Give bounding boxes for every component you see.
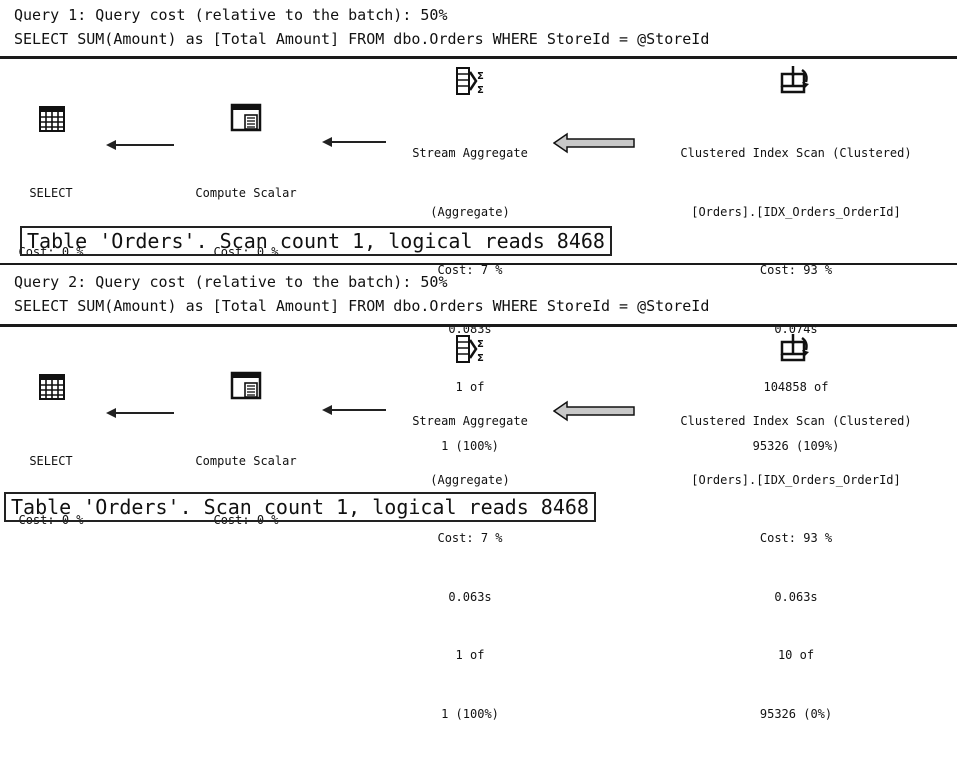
query-1-sql-text: SELECT SUM(Amount) as [Total Amount] FRO… [14, 30, 710, 48]
clustered-index-scan-estimated-rows: 95326 (0%) [759, 706, 833, 721]
clustered-index-scan-actual-rows: 10 of [777, 648, 815, 662]
clustered-index-scan-icon [780, 334, 809, 362]
clustered-index-scan-name: Clustered Index Scan (Clustered) [680, 146, 912, 160]
thick-data-flow-arrow [553, 132, 635, 154]
stream-aggregate-cost: Cost: 7 % [437, 531, 503, 545]
flow-arrow [110, 144, 174, 146]
stream-aggregate-physical-op: (Aggregate) [430, 472, 510, 487]
query-divider [0, 263, 957, 265]
compute-scalar-name: Compute Scalar [195, 454, 297, 468]
select-name: SELECT [29, 454, 73, 468]
stream-aggregate-time: 0.063s [448, 589, 492, 604]
flow-arrowhead [322, 136, 332, 147]
query-2-cost-header: Query 2: Query cost (relative to the bat… [14, 273, 448, 291]
stream-aggregate-estimated-rows: 1 (100%) [441, 706, 499, 721]
statistics-io-message: Table 'Orders'. Scan count 1, logical re… [20, 226, 612, 256]
clustered-index-scan-cost: Cost: 93 % [759, 263, 833, 277]
select-icon [39, 106, 65, 132]
flow-arrowhead [106, 407, 116, 418]
flow-arrow [326, 409, 386, 411]
clustered-index-scan-icon [780, 66, 809, 94]
stream-aggregate-actual-rows: 1 of [455, 648, 485, 662]
svg-text:Σ: Σ [477, 353, 484, 364]
clustered-index-scan-estimated-rows: 95326 (109%) [752, 438, 840, 453]
compute-scalar-name: Compute Scalar [195, 186, 297, 200]
statistics-io-message: Table 'Orders'. Scan count 1, logical re… [4, 492, 596, 522]
flow-arrow [326, 141, 386, 143]
clustered-index-scan-object: [Orders].[IDX_Orders_OrderId] [691, 204, 901, 219]
stream-aggregate-name: Stream Aggregate [412, 146, 528, 160]
flow-arrowhead [106, 139, 116, 150]
query-2-separator [0, 324, 957, 327]
thick-data-flow-arrow [553, 400, 635, 422]
compute-scalar-icon [230, 103, 262, 132]
query-1-cost-header: Query 1: Query cost (relative to the bat… [14, 6, 448, 24]
stream-aggregate-name: Stream Aggregate [412, 414, 528, 428]
clustered-index-scan-cost: Cost: 93 % [759, 531, 833, 545]
svg-text:Σ: Σ [477, 339, 484, 350]
query-1-separator [0, 56, 957, 59]
query-2-sql-text: SELECT SUM(Amount) as [Total Amount] FRO… [14, 297, 710, 315]
select-icon [39, 374, 65, 400]
stream-aggregate-icon: Σ Σ [456, 67, 484, 96]
select-cost: Cost: 0 % [18, 512, 84, 527]
clustered-index-scan-object: [Orders].[IDX_Orders_OrderId] [691, 472, 901, 487]
stream-aggregate-physical-op: (Aggregate) [430, 204, 510, 219]
clustered-index-scan-time: 0.063s [774, 589, 818, 604]
stream-aggregate-estimated-rows: 1 (100%) [441, 438, 499, 453]
compute-scalar-icon [230, 371, 262, 400]
svg-text:Σ: Σ [477, 85, 484, 96]
clustered-index-scan-name: Clustered Index Scan (Clustered) [680, 414, 912, 428]
clustered-index-scan-actual-rows: 104858 of [763, 380, 829, 394]
flow-arrow [110, 412, 174, 414]
svg-text:Σ: Σ [477, 71, 484, 82]
compute-scalar-cost: Cost: 0 % [213, 512, 279, 527]
stream-aggregate-actual-rows: 1 of [455, 380, 485, 394]
select-name: SELECT [29, 186, 73, 200]
stream-aggregate-icon: Σ Σ [456, 335, 484, 364]
stream-aggregate-cost: Cost: 7 % [437, 263, 503, 277]
flow-arrowhead [322, 404, 332, 415]
